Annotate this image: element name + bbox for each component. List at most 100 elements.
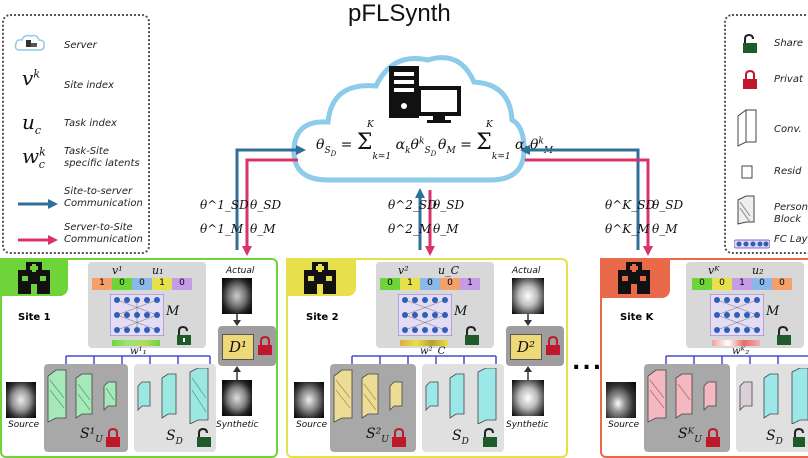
legend-site-index-label: Site index (64, 80, 114, 91)
siteK-down2-label: θ_M (652, 222, 678, 236)
site2-up2-label: θ^2_M (388, 222, 432, 236)
site-2-actual-label: Actual (512, 266, 541, 276)
site-2-M: M (454, 304, 468, 319)
aggregation-formula-sd: θSD = Σk=1 αkθkSD (316, 130, 437, 162)
pink-arrow-icon (18, 230, 58, 249)
personalized-block-icon (736, 194, 760, 230)
site-2-bit-0: 0 (380, 278, 400, 290)
site-1-bit-1: 0 (112, 278, 132, 290)
site-1-decoder-lock-icon (194, 427, 214, 452)
site-2-source-label: Source (296, 420, 328, 430)
site-1-label: Site 1 (18, 312, 51, 323)
site-k-source-image (606, 382, 636, 418)
site-2-code-bar: 0 1 0 0 1 (380, 278, 480, 290)
server-icon (14, 34, 46, 54)
site-1-synthetic-image (222, 380, 252, 416)
site-2-decoder-symbol: S (452, 428, 462, 444)
page-title: pFLSynth (348, 0, 451, 27)
site-k-code-bar: 0 0 1 0 0 (692, 278, 792, 290)
site-1-actual-label: Actual (226, 266, 255, 276)
task-index-symbol: uc (22, 110, 42, 137)
site-2-encoder-sub: U (381, 434, 389, 445)
site-2-latent-w: w²_C (420, 346, 446, 357)
site-1-encoder-symbol: S¹ (80, 426, 96, 442)
site-2-discriminator: D² (510, 334, 542, 360)
legend-personalized-label: Person Block (774, 202, 808, 225)
legend-residual-label: Resid (774, 166, 802, 177)
site-k-encoder-label: SᴷU (678, 426, 702, 445)
legend-site-to-server-label: Site-to-server Communication (64, 186, 143, 209)
site-k-decoder-symbol: S (766, 428, 776, 444)
site-k-bit-3: 0 (752, 278, 772, 290)
communication-arrows (235, 145, 653, 256)
site-k-decoder-sub: D (775, 436, 783, 447)
site-2-encoder-label: S²U (366, 426, 389, 445)
legend-conv-label: Conv. (774, 124, 802, 135)
site-1-disc-lock-icon (256, 335, 274, 360)
site-1-source-image (6, 382, 36, 418)
site-1-mapper-lock-icon (174, 325, 194, 350)
site2-down2-label: θ_M (433, 222, 459, 236)
open-lock-icon (740, 33, 760, 58)
site-index-symbol: vk (22, 66, 40, 90)
site-k-latent-w: wᴷ₂ (732, 346, 750, 357)
site-1-bit-4: 0 (172, 278, 192, 290)
site-k-encoder-symbol: Sᴷ (678, 426, 695, 442)
site-2-encoder-symbol: S² (366, 426, 382, 442)
latent-symbol: wkc (22, 144, 46, 171)
site-2-encoder-blocks (333, 369, 403, 423)
legend-latent-label: Task-Site specific latents (64, 146, 140, 169)
blue-arrow-icon (18, 194, 58, 213)
site-k-source-label: Source (608, 420, 640, 430)
site-k-v: vᴷ (708, 264, 720, 277)
site-2-decoder-lock-icon (480, 427, 500, 452)
site-2-badge (286, 258, 356, 296)
site-2-mlp (398, 294, 452, 336)
site-1-latent-strip (112, 340, 160, 346)
site-1-badge (0, 258, 68, 296)
site1-up2-label: θ^1_M (200, 222, 244, 236)
site-2-decoder-label: SD (452, 428, 469, 447)
siteK-down-label: θ_SD (652, 198, 684, 212)
site-k-badge (600, 258, 670, 298)
site-1-encoder-sub: U (95, 434, 103, 445)
sum-upper-k-1: K (367, 120, 374, 130)
siteK-up-label: θ^K_SD (605, 198, 656, 212)
site-2-actual-image (512, 278, 544, 314)
site-1-mlp (110, 294, 164, 336)
legend-private-label: Privat (774, 74, 803, 85)
site-1-decoder-symbol: S (166, 428, 176, 444)
site-1-v: v¹ (112, 264, 123, 277)
site-k-decoder-lock-icon (790, 427, 808, 452)
site-k-mapper-lock-icon (774, 325, 794, 350)
site-k-encoder-lock-icon (704, 427, 722, 452)
site-2-bit-2: 0 (420, 278, 440, 290)
site-1-encoder-lock-icon (104, 427, 122, 452)
legend-fc-label: FC Lay (774, 234, 808, 245)
site-k-bit-0: 0 (692, 278, 712, 290)
site-1-bit-2: 0 (132, 278, 152, 290)
site-2-mapper-lock-icon (462, 325, 482, 350)
site1-down2-label: θ_M (250, 222, 276, 236)
legend-left: Server vk Site index uc Task index wkc T… (2, 14, 150, 254)
site-k-encoder-blocks (647, 369, 717, 423)
site-k-latent-strip (712, 340, 760, 346)
site-2-bit-4: 1 (460, 278, 480, 290)
site-k-bit-2: 1 (732, 278, 752, 290)
site-1-u: u₁ (152, 264, 164, 277)
siteK-up2-label: θ^K_M (605, 222, 650, 236)
site-2-label: Site 2 (306, 312, 339, 323)
server-icon (385, 64, 465, 130)
site-1-encoder-blocks (47, 369, 117, 423)
site1-down-label: θ_SD (250, 198, 282, 212)
site-1-synthetic-label: Synthetic (216, 420, 259, 430)
site-1-bit-0: 1 (92, 278, 112, 290)
site-2-latent-strip (400, 340, 448, 346)
site-k-decoder-blocks (739, 368, 808, 424)
site-2-decoder-blocks (425, 368, 497, 424)
legend-shared-label: Share (774, 38, 804, 49)
site-1-decoder-blocks (137, 368, 209, 424)
residual-block-icon (740, 164, 756, 184)
site-2-source-image (294, 382, 324, 418)
